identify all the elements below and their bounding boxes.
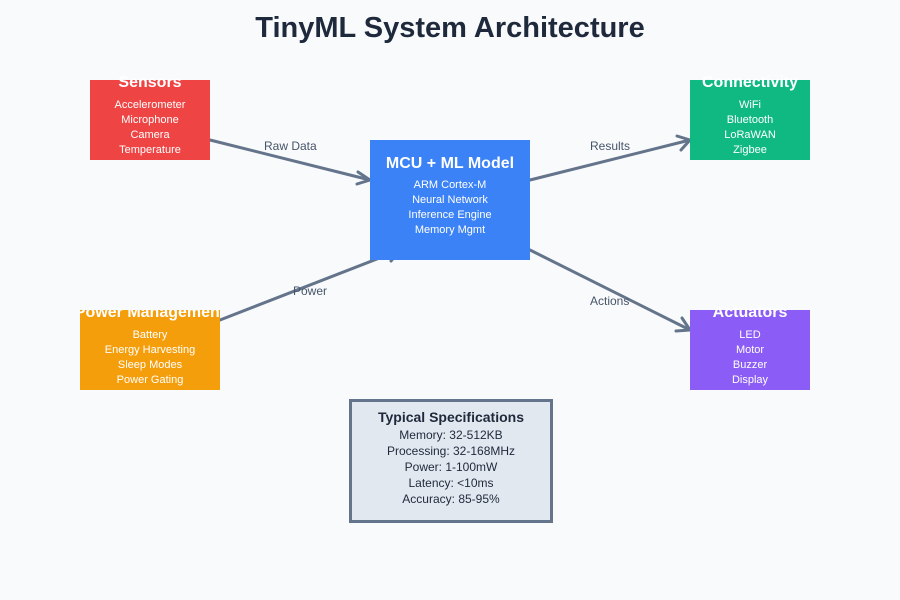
arrow-actions	[528, 248, 692, 332]
actuators-item: Motor	[735, 344, 765, 356]
spec-item: Processing: 32-168MHz	[386, 444, 516, 458]
diagram-title: TinyML System Architecture	[255, 12, 645, 44]
actuators-node: Actuators LED Motor Buzzer Display	[690, 304, 810, 390]
spec-item: Latency: <10ms	[408, 476, 494, 490]
spec-item: Memory: 32-512KB	[399, 428, 503, 442]
specifications-title: Typical Specifications	[377, 409, 524, 425]
edge-label-results: Results	[590, 139, 631, 153]
specifications-panel: Typical Specifications Memory: 32-512KB …	[349, 399, 553, 523]
actuators-item: Buzzer	[732, 359, 768, 371]
mcu-item: Neural Network	[412, 194, 488, 206]
power-management-item: Energy Harvesting	[104, 344, 196, 356]
spec-item: Accuracy: 85-95%	[402, 492, 500, 506]
mcu-item: Inference Engine	[408, 209, 492, 221]
connectivity-item: Zigbee	[733, 144, 767, 156]
edge-label-raw-data: Raw Data	[264, 139, 317, 153]
actuators-item: Display	[731, 374, 769, 386]
power-management-title: Power Management	[80, 310, 220, 321]
spec-item: Power: 1-100mW	[404, 460, 498, 474]
edge-label-power: Power	[293, 284, 328, 298]
arrow-raw-data	[208, 138, 372, 182]
mcu-node: MCU + ML Model ARM Cortex-M Neural Netwo…	[370, 140, 530, 260]
power-management-item: Battery	[132, 329, 168, 341]
power-management-item: Power Gating	[116, 374, 184, 386]
connectivity-node: Connectivity WiFi Bluetooth LoRaWAN Zigb…	[690, 74, 810, 160]
connectivity-title: Connectivity	[701, 74, 799, 91]
connectivity-item: LoRaWAN	[724, 129, 776, 141]
mcu-item: ARM Cortex-M	[413, 179, 487, 191]
sensors-node: Sensors Accelerometer Microphone Camera …	[90, 74, 210, 160]
sensors-item: Microphone	[121, 114, 179, 126]
power-management-item: Sleep Modes	[117, 359, 183, 371]
sensors-title: Sensors	[118, 74, 182, 91]
actuators-item: LED	[739, 329, 761, 341]
connectivity-item: WiFi	[739, 99, 761, 111]
arrow-power	[218, 248, 402, 322]
actuators-title: Actuators	[712, 304, 788, 321]
mcu-item: Memory Mgmt	[414, 224, 486, 236]
mcu-title: MCU + ML Model	[385, 155, 515, 172]
sensors-item: Camera	[130, 129, 170, 141]
arrow-results	[528, 138, 692, 182]
connectivity-item: Bluetooth	[726, 114, 774, 126]
sensors-item: Accelerometer	[114, 99, 186, 111]
edge-label-actions: Actions	[590, 294, 630, 308]
sensors-item: Temperature	[119, 144, 181, 156]
power-management-node: Power Management Battery Energy Harvesti…	[80, 310, 220, 390]
